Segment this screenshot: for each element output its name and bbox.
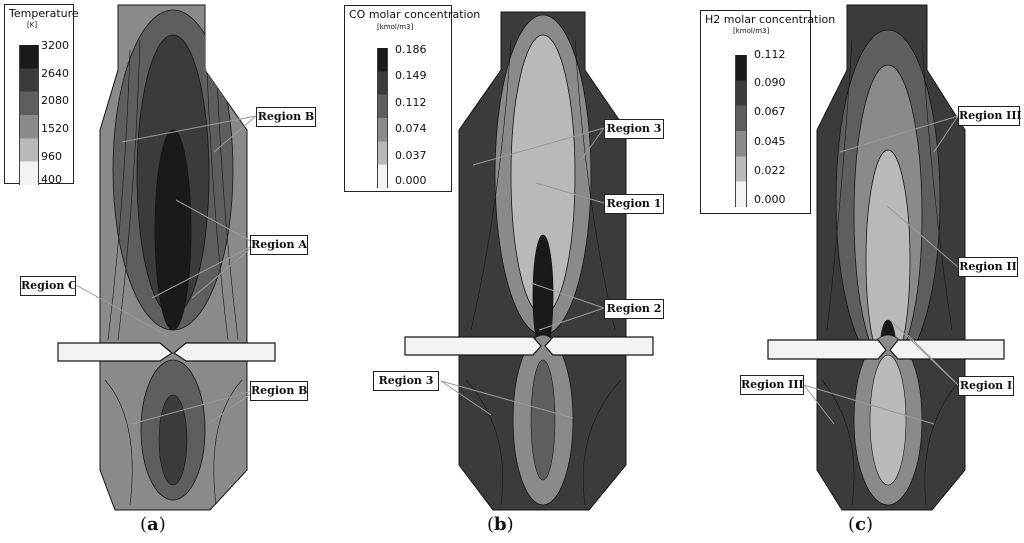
panel-a: Temperature [K] 3200 2640 2080 1520 960 … bbox=[0, 0, 341, 543]
callout-region-b-top: Region B bbox=[256, 107, 316, 127]
legend-unit: [K] bbox=[27, 21, 38, 29]
co-legend: CO molar concentration [kmol/m3] 0.186 0… bbox=[344, 5, 480, 192]
legend-tick: 2080 bbox=[41, 94, 69, 107]
legend-swatch bbox=[377, 48, 388, 188]
callout-region-iii-bottom: Region III bbox=[740, 375, 804, 395]
legend-tick: 0.022 bbox=[754, 164, 786, 177]
callout-region-a: Region A bbox=[250, 235, 308, 255]
legend-tick: 0.149 bbox=[395, 69, 427, 82]
injector-left bbox=[404, 336, 542, 356]
callout-region-3-top: Region 3 bbox=[604, 119, 664, 139]
legend-tick: 2640 bbox=[41, 67, 69, 80]
legend-tick: 0.000 bbox=[754, 193, 786, 206]
callout-region-i: Region I bbox=[958, 376, 1014, 396]
legend-tick: 0.037 bbox=[395, 149, 427, 162]
callout-region-c: Region C bbox=[20, 276, 77, 296]
injector-right bbox=[889, 339, 1005, 360]
injector-left bbox=[767, 339, 887, 360]
leader-lines bbox=[75, 115, 257, 425]
zone-core bbox=[154, 129, 192, 331]
callout-region-2: Region 2 bbox=[604, 299, 664, 319]
callout-region-b-bottom: Region B bbox=[250, 381, 308, 401]
callout-region-1: Region 1 bbox=[604, 194, 664, 214]
legend-swatch bbox=[19, 45, 39, 185]
legend-tick: 0.000 bbox=[395, 174, 427, 187]
legend-unit: [kmol/m3] bbox=[733, 27, 770, 35]
legend-tick: 0.112 bbox=[395, 96, 427, 109]
legend-tick: 0.090 bbox=[754, 76, 786, 89]
co-concentration-contour-plot bbox=[404, 11, 654, 511]
legend-tick: 960 bbox=[41, 150, 62, 163]
legend-tick: 400 bbox=[41, 173, 62, 186]
legend-tick: 3200 bbox=[41, 39, 69, 52]
panel-c: H2 molar concentration [kmol/m3] 0.112 0… bbox=[682, 0, 1023, 543]
callout-region-3-bottom: Region 3 bbox=[373, 371, 439, 391]
caption-a: (a) bbox=[140, 514, 166, 535]
legend-tick: 0.112 bbox=[754, 48, 786, 61]
legend-title: H2 molar concentration bbox=[705, 13, 836, 26]
legend-swatch bbox=[735, 55, 747, 207]
leader-lines bbox=[440, 127, 605, 419]
injector-right bbox=[544, 336, 654, 356]
legend-tick: 0.045 bbox=[754, 135, 786, 148]
callout-region-iii-top: Region III bbox=[958, 106, 1022, 126]
legend-title: CO molar concentration bbox=[349, 8, 481, 21]
legend-tick: 0.074 bbox=[395, 122, 427, 135]
h2-legend: H2 molar concentration [kmol/m3] 0.112 0… bbox=[700, 10, 835, 214]
legend-tick: 0.067 bbox=[754, 105, 786, 118]
panel-b: CO molar concentration [kmol/m3] 0.186 0… bbox=[341, 0, 682, 543]
caption-c: (c) bbox=[848, 514, 874, 535]
caption-b: (b) bbox=[487, 514, 514, 535]
legend-unit: [kmol/m3] bbox=[377, 23, 414, 31]
injector-right bbox=[172, 342, 276, 362]
legend-tick: 1520 bbox=[41, 122, 69, 135]
h2-concentration-contour-plot bbox=[767, 4, 1005, 511]
callout-region-ii: Region II bbox=[958, 257, 1018, 277]
legend-title: Temperature bbox=[9, 7, 79, 20]
temperature-legend: Temperature [K] 3200 2640 2080 1520 960 … bbox=[4, 4, 79, 186]
leader-lines bbox=[803, 115, 959, 425]
temperature-contour-plot bbox=[57, 4, 276, 511]
legend-tick: 0.186 bbox=[395, 43, 427, 56]
injector-left bbox=[57, 342, 174, 362]
